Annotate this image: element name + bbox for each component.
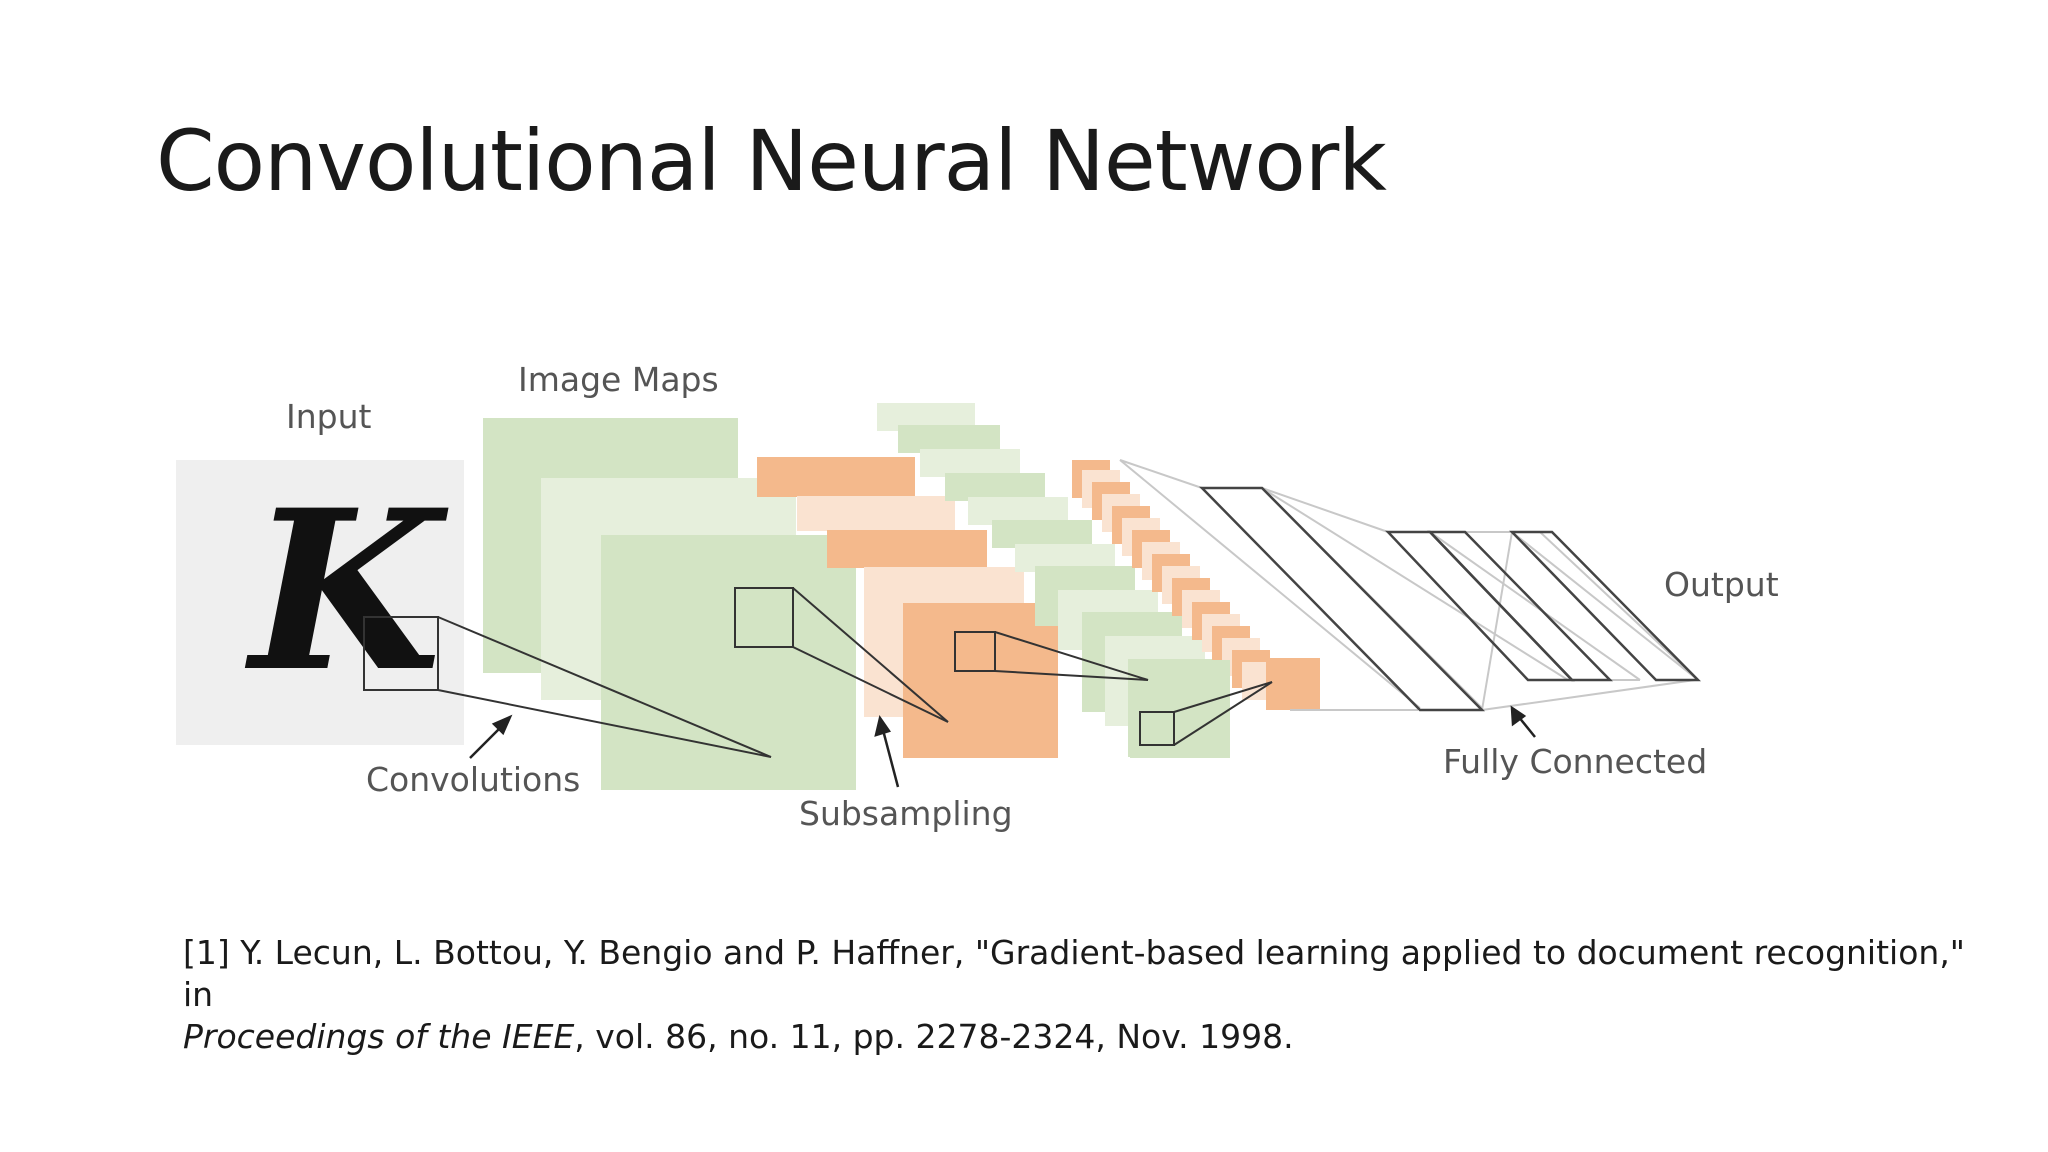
citation: [1] Y. Lecun, L. Bottou, Y. Bengio and P…: [183, 932, 2003, 1058]
label-image-maps: Image Maps: [518, 360, 719, 399]
kernel-box-input: [363, 616, 439, 691]
conv2-map-3: [920, 449, 1020, 477]
fc-layer-1: [1199, 486, 1485, 712]
subsample-map-3: [827, 530, 987, 568]
label-output: Output: [1664, 565, 1779, 604]
kernel-box-subsample: [954, 631, 996, 672]
input-image-panel: [176, 460, 464, 745]
citation-details: , vol. 86, no. 11, pp. 2278-2324, Nov. 1…: [574, 1017, 1294, 1056]
annotation-arrows: [469, 705, 1536, 788]
kernel-box-conv2: [1139, 711, 1175, 746]
conv2-map-6: [992, 520, 1092, 548]
citation-journal: Proceedings of the IEEE: [183, 1017, 575, 1056]
fc-layer-3: [1427, 530, 1613, 682]
label-input: Input: [286, 397, 372, 436]
conv2-map-4: [945, 473, 1045, 501]
conv3-map: [1130, 660, 1230, 758]
fc-layer-4: [1509, 530, 1701, 682]
input-glyph: K: [244, 461, 449, 720]
kernel-box-map: [734, 587, 794, 648]
subsample-map-1: [757, 457, 915, 497]
kernel-projections: [363, 587, 1273, 758]
label-convolutions: Convolutions: [366, 760, 580, 799]
fc-layer-2: [1385, 530, 1575, 682]
slide-title: Convolutional Neural Network: [156, 112, 1387, 210]
subsample-map-5: [903, 603, 1058, 758]
subsample2-stack: [1072, 460, 1320, 710]
citation-line1: [1] Y. Lecun, L. Bottou, Y. Bengio and P…: [183, 933, 1965, 1014]
fc-layers: [1199, 486, 1701, 712]
subsample-map-2: [797, 496, 955, 531]
label-subsampling: Subsampling: [799, 794, 1013, 833]
conv2-map-2: [898, 425, 1000, 453]
label-fully-connected: Fully Connected: [1443, 742, 1707, 781]
image-map-3: [601, 535, 856, 790]
